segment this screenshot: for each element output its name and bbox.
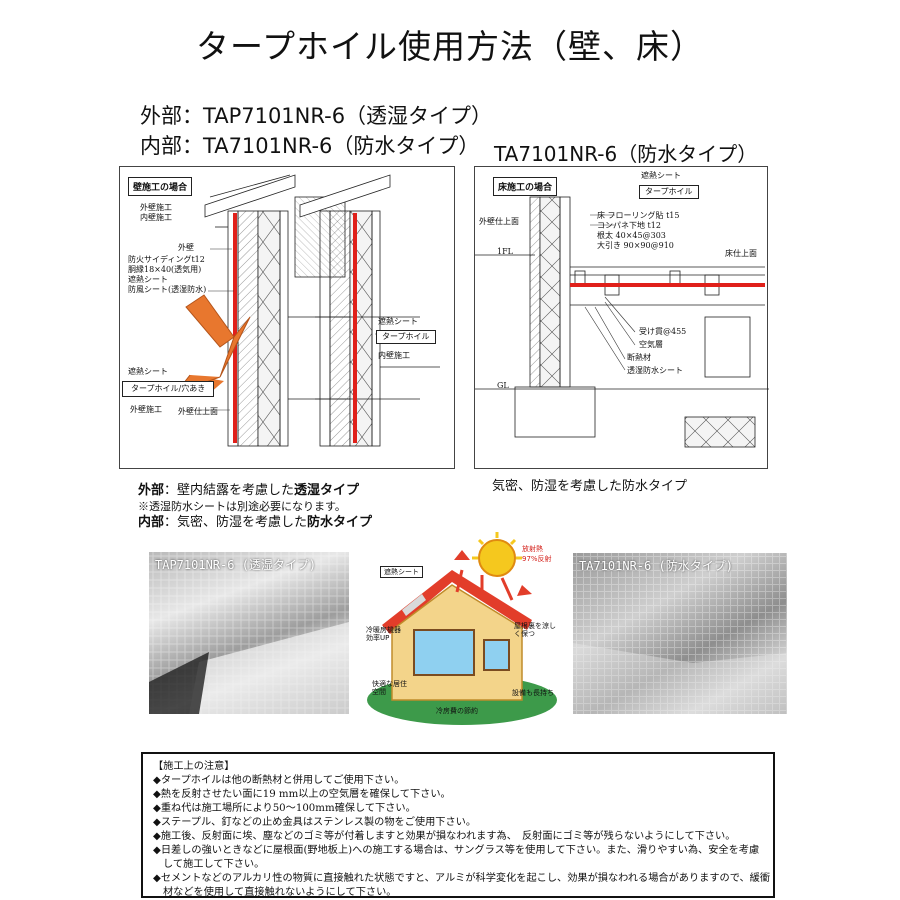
label-floor-outer-wall-top: 外壁仕上面 [479,217,519,226]
label-heat-sheet-left: 遮熱シート [128,367,168,376]
outer-spec: 外部：TAP7101NR-6（透湿タイプ） [140,104,493,128]
floor-tarp-foil-box: タープホイル [639,185,699,199]
window-icon [413,629,475,676]
label-panel: コンパネ下地 t12 [597,221,661,230]
label-floor-top-line: 床仕上面 [725,249,757,258]
wall-diagram: 壁施工の場合 外壁施工 内壁施工 外壁 防火サイディングt12 胴縁18×40(… [119,166,455,469]
caption-outer-bold: 外部 [138,483,165,498]
photo-left-texture [149,552,349,714]
label-1fl: 1FL [497,247,513,256]
note-item: 材などを使用して直接触れないようにして下さい。 [163,887,397,898]
caption-outer: 外部：壁内結露を考慮した透湿タイプ [138,482,359,499]
note-item: ◆タープホイルは他の断熱材と併用してご使用下さい。 [153,775,405,786]
label-floor-flooring: 床 フローリング貼 t15 [597,211,680,220]
wall-heading: 壁施工の場合 [128,177,193,196]
label-radiant-heat: 放射熱 [522,545,543,553]
photo-left-label: TAP7101NR-6 (透湿タイプ) [155,558,317,572]
label-inner-wall-work: 内壁施工 [140,213,172,222]
caption-outer-rest: ：壁内結露を考慮した [164,483,295,498]
caption-floor: 気密、防湿を考慮した防水タイプ [492,479,688,494]
photo-left: TAP7101NR-6 (透湿タイプ) [149,552,349,714]
floor-diagram: 床施工の場合 遮熱シート タープホイル 外壁仕上面 床 フローリング貼 t15 … [474,166,769,469]
arrow-shape [219,316,251,378]
label-comfortable: 快適な居住空間 [372,680,407,696]
inner-spec: 内部：TA7101NR-6（防水タイプ） [140,134,480,158]
foil-line-left [233,213,237,443]
note-item: ◆セメントなどのアルカリ性の物質に直接触れた状態ですと、アルミが科学変化を起こし… [153,873,771,884]
label-heat-sheet: 遮熱シート [128,275,168,284]
label-siding: 防火サイディングt12 [128,255,205,264]
label-insulation: 断熱材 [627,353,651,362]
notes-heading: 【施工上の注意】 [153,761,235,772]
label-wind-sheet: 防風シート(透湿防水) [128,285,207,294]
floor-heading: 床施工の場合 [493,177,558,196]
label-illus-heat-sheet: 遮熱シート [380,566,423,578]
label-heat-sheet-right: 遮熱シート [378,317,418,326]
label-outer-wall-work: 外壁施工 [140,203,172,212]
note-item: ◆重ね代は施工場所により50～100mm確保して下さい。 [153,803,416,814]
photo-right: TA7101NR-6 (防水タイプ) [573,553,787,714]
label-joist: 根太 40×45@303 [597,231,666,240]
sun-icon [478,539,516,577]
note-item: ◆ステープル、釘などの止め金具はステンレス製の物をご使用下さい。 [153,817,477,828]
foil-line-right [353,213,357,443]
tarp-foil-box: タープホイル [376,330,436,344]
label-air-layer: 空気層 [639,340,663,349]
label-sleeper: 大引き 90×90@910 [597,241,674,250]
note-item: ◆施工後、反射面に埃、塵などのゴミ等が付着しますと効果が損なわれます為、 反射面… [153,831,736,842]
caption-outer-bold2: 透湿タイプ [294,483,360,498]
label-gl: GL [497,381,509,390]
caption-inner-bold2: 防水タイプ [307,515,373,530]
label-floor-heat-sheet: 遮熱シート [641,171,681,180]
floor-diagram-drawing [475,196,769,448]
caption-note: ※透湿防水シートは別途必要になります。 [138,500,346,513]
note-item: ◆日差しの強いときなどに屋根面(野地板上)への施工する場合は、サングラス等を使用… [153,845,760,856]
house-illustration-drawing [367,532,557,725]
caption-inner: 内部：気密、防湿を考慮した防水タイプ [138,514,372,531]
label-outer-wall: 外壁 [178,243,194,252]
label-outer-wall-top-line: 外壁仕上面 [178,407,218,416]
caption-inner-rest: ：気密、防湿を考慮した [164,515,308,530]
house-illustration: 遮熱シート 放射熱 97%反射 冷暖房機器効率UP 屋根裏を涼しく保つ 快適な居… [362,530,562,730]
construction-notes: 【施工上の注意】 ◆タープホイルは他の断熱材と併用してご使用下さい。 ◆熱を反射… [141,752,775,898]
label-receiver: 受け貫@455 [639,327,687,336]
label-reflect: 97%反射 [522,555,552,563]
tarp-foil-holes-box: タープホイル/穴あき [122,381,215,397]
label-waterproof-sheet: 透湿防水シート [627,366,683,375]
label-ac-efficiency: 冷暖房機器効率UP [366,626,401,642]
photo-right-texture [573,553,787,714]
label-savings: 冷房費の節約 [436,707,478,715]
floor-spec: TA7101NR-6（防水タイプ） [494,142,758,166]
label-inner-wall-work-right: 内壁施工 [378,351,410,360]
wall-diagram-drawing [174,174,440,447]
note-item: して施工して下さい。 [163,859,265,870]
page-title: タープホイル使用方法（壁、床） [195,27,705,66]
floor-foil-line [570,283,765,287]
caption-inner-bold: 内部 [138,515,165,530]
note-item: ◆熱を反射させたい面に19 mm以上の空気層を確保して下さい。 [153,789,451,800]
label-outer-wall-work-bottom: 外壁施工 [130,405,162,414]
label-attic-cool: 屋根裏を涼しく保つ [514,622,556,638]
label-equipment: 設備も長持ち [512,689,554,697]
arrow-shape [185,294,235,348]
photo-right-label: TA7101NR-6 (防水タイプ) [579,559,733,573]
label-furring: 胴縁18×40(透気用) [128,265,202,274]
